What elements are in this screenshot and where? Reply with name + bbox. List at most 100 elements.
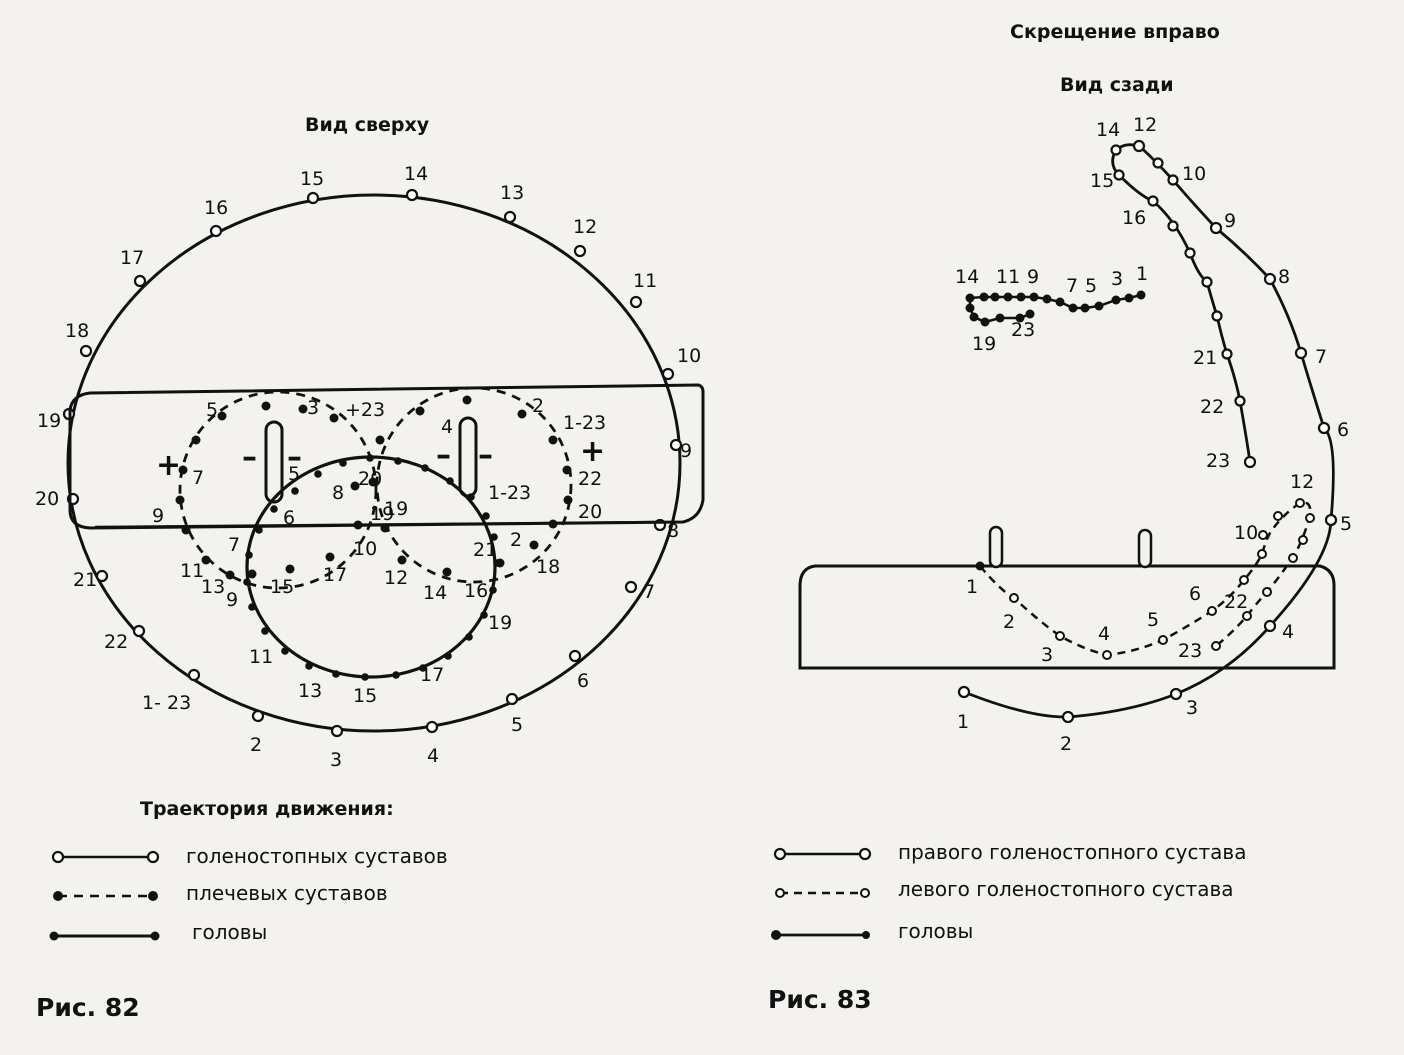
right-ankle-label: 8	[1278, 266, 1290, 288]
right-ankle-label: 10	[1182, 163, 1206, 185]
head-label: 6	[283, 507, 295, 529]
head-label: 15	[353, 685, 377, 707]
right-ankle-label: 21	[1193, 347, 1217, 369]
fig82-title: Вид сверху	[305, 114, 430, 136]
ankle-label: 21	[73, 569, 97, 591]
shoulder-label: 1-23	[563, 412, 606, 434]
right-ankle-label: 7	[1315, 346, 1327, 368]
head-label: 2	[510, 529, 522, 551]
ankle-label: 12	[573, 216, 597, 238]
head-points	[243, 454, 501, 681]
left-ankle-label: 4	[1098, 623, 1110, 645]
shoulder-label: 19	[370, 503, 394, 525]
trajectory-title: Траектория движения:	[140, 798, 394, 820]
right-ankle-trajectory	[963, 143, 1335, 719]
head-label: 9	[1027, 266, 1039, 288]
shoulder-label: 21	[473, 539, 497, 561]
ankle-labels: 1- 23 2 3 4 5 6 7 8 9 10 11 12 13 14 15 …	[35, 163, 701, 771]
shoulder-label: 18	[536, 556, 560, 578]
legend-head: головы	[192, 920, 267, 944]
right-ankle-label: 23	[1206, 450, 1230, 472]
left-ankle-label: 5	[1147, 609, 1159, 631]
shoulder-label: 5	[206, 399, 218, 421]
left-ankle-label: 1	[966, 576, 978, 598]
right-ankle-label: 9	[1224, 210, 1236, 232]
ankle-label: 5	[511, 714, 523, 736]
ankle-trajectory-ellipse	[66, 193, 682, 733]
head-rear-labels: 14 11 9 7 5 3 1 19 23	[955, 263, 1148, 355]
shoulder-label: 2	[532, 395, 544, 417]
shoulder-label: 10	[353, 538, 377, 560]
head-label: 14	[955, 266, 979, 288]
platform-line	[94, 520, 661, 529]
head-label: 19	[972, 333, 996, 355]
left-ankle-label: 6	[1189, 583, 1201, 605]
fig83-legend: правого голеностопного сустава левого го…	[771, 840, 1246, 943]
head-rear-points	[965, 290, 1146, 327]
left-ankle-points	[1009, 498, 1315, 660]
shoulder-label-5b: 5	[288, 463, 300, 485]
ankle-label: 18	[65, 320, 89, 342]
shoulder-label: 12	[384, 567, 408, 589]
handle-right	[1137, 528, 1153, 569]
right-ankle-label: 15	[1090, 170, 1114, 192]
handle-left	[988, 525, 1004, 569]
ankle-label: 2	[250, 734, 262, 756]
head-label: 19	[384, 498, 408, 520]
fig83-title-1: Скрещение вправо	[1010, 21, 1220, 43]
right-ankle-label: 3	[1186, 697, 1198, 719]
sign-minus-left: –	[242, 440, 257, 475]
ankle-label: 15	[300, 168, 324, 190]
ankle-label: 9	[680, 440, 692, 462]
sign-plus-left: +	[156, 448, 181, 483]
ankle-label: 3	[330, 749, 342, 771]
right-ankle-label: 2	[1060, 733, 1072, 755]
head-label: 19	[488, 612, 512, 634]
shoulder-label: 4	[441, 416, 453, 438]
ankle-label: 16	[204, 197, 228, 219]
ankle-label: 14	[404, 163, 428, 185]
shoulder-label: 13	[201, 576, 225, 598]
right-ankle-label: 1	[957, 711, 969, 733]
shoulder-label: 16	[464, 580, 488, 602]
left-ankle-label: 12	[1290, 471, 1314, 493]
right-ankle-points	[957, 139, 1338, 724]
platform-outline	[68, 383, 705, 530]
shoulder-labels: 5 3 +23 4 2 1-23 22 20 18 16 14 12 10 8 …	[152, 395, 606, 604]
slot-right	[458, 416, 478, 498]
legend-shoulders: плечевых суставов	[186, 881, 388, 905]
right-ankle-label: 16	[1122, 207, 1146, 229]
sign-plus-right: +	[580, 434, 605, 469]
caption-fig83: Рис. 83	[768, 985, 872, 1014]
head-label: 1	[1136, 263, 1148, 285]
right-ankle-label: 6	[1337, 419, 1349, 441]
shoulder-label: 8	[332, 482, 344, 504]
platform-rear	[798, 564, 1336, 670]
legend-left-ankle: левого голеностопного сустава	[898, 877, 1234, 901]
right-ankle-label: 14	[1096, 119, 1120, 141]
legend-right-ankle: правого голеностопного сустава	[898, 840, 1246, 864]
head-labels: 20 19 1-23 2 6 9 11 13 15 17 19	[226, 468, 531, 707]
ankle-label: 7	[643, 581, 655, 603]
sign-minus-right: –	[436, 438, 451, 473]
head-trajectory	[245, 455, 497, 679]
caption-fig82: Рис. 82	[36, 993, 140, 1022]
head-label: 13	[298, 680, 322, 702]
left-ankle-start-point	[975, 561, 985, 571]
ankle-label: 20	[35, 488, 59, 510]
right-ankle-label: 4	[1282, 621, 1294, 643]
legend-head-rear: головы	[898, 919, 973, 943]
shoulder-label: 15	[270, 576, 294, 598]
shoulder-label: +23	[345, 399, 385, 421]
ankle-label: 11	[633, 270, 657, 292]
fig83-title-2: Вид сзади	[1060, 74, 1174, 96]
sign-minus-left-2: –	[287, 440, 302, 475]
shoulder-trajectory-right	[375, 386, 573, 584]
ankle-label: 6	[577, 670, 589, 692]
ankle-label: 17	[120, 247, 144, 269]
right-ankle-label: 5	[1340, 513, 1352, 535]
ankle-label: 13	[500, 182, 524, 204]
left-ankle-label: 2	[1003, 611, 1015, 633]
left-ankle-trajectory	[979, 501, 1312, 657]
